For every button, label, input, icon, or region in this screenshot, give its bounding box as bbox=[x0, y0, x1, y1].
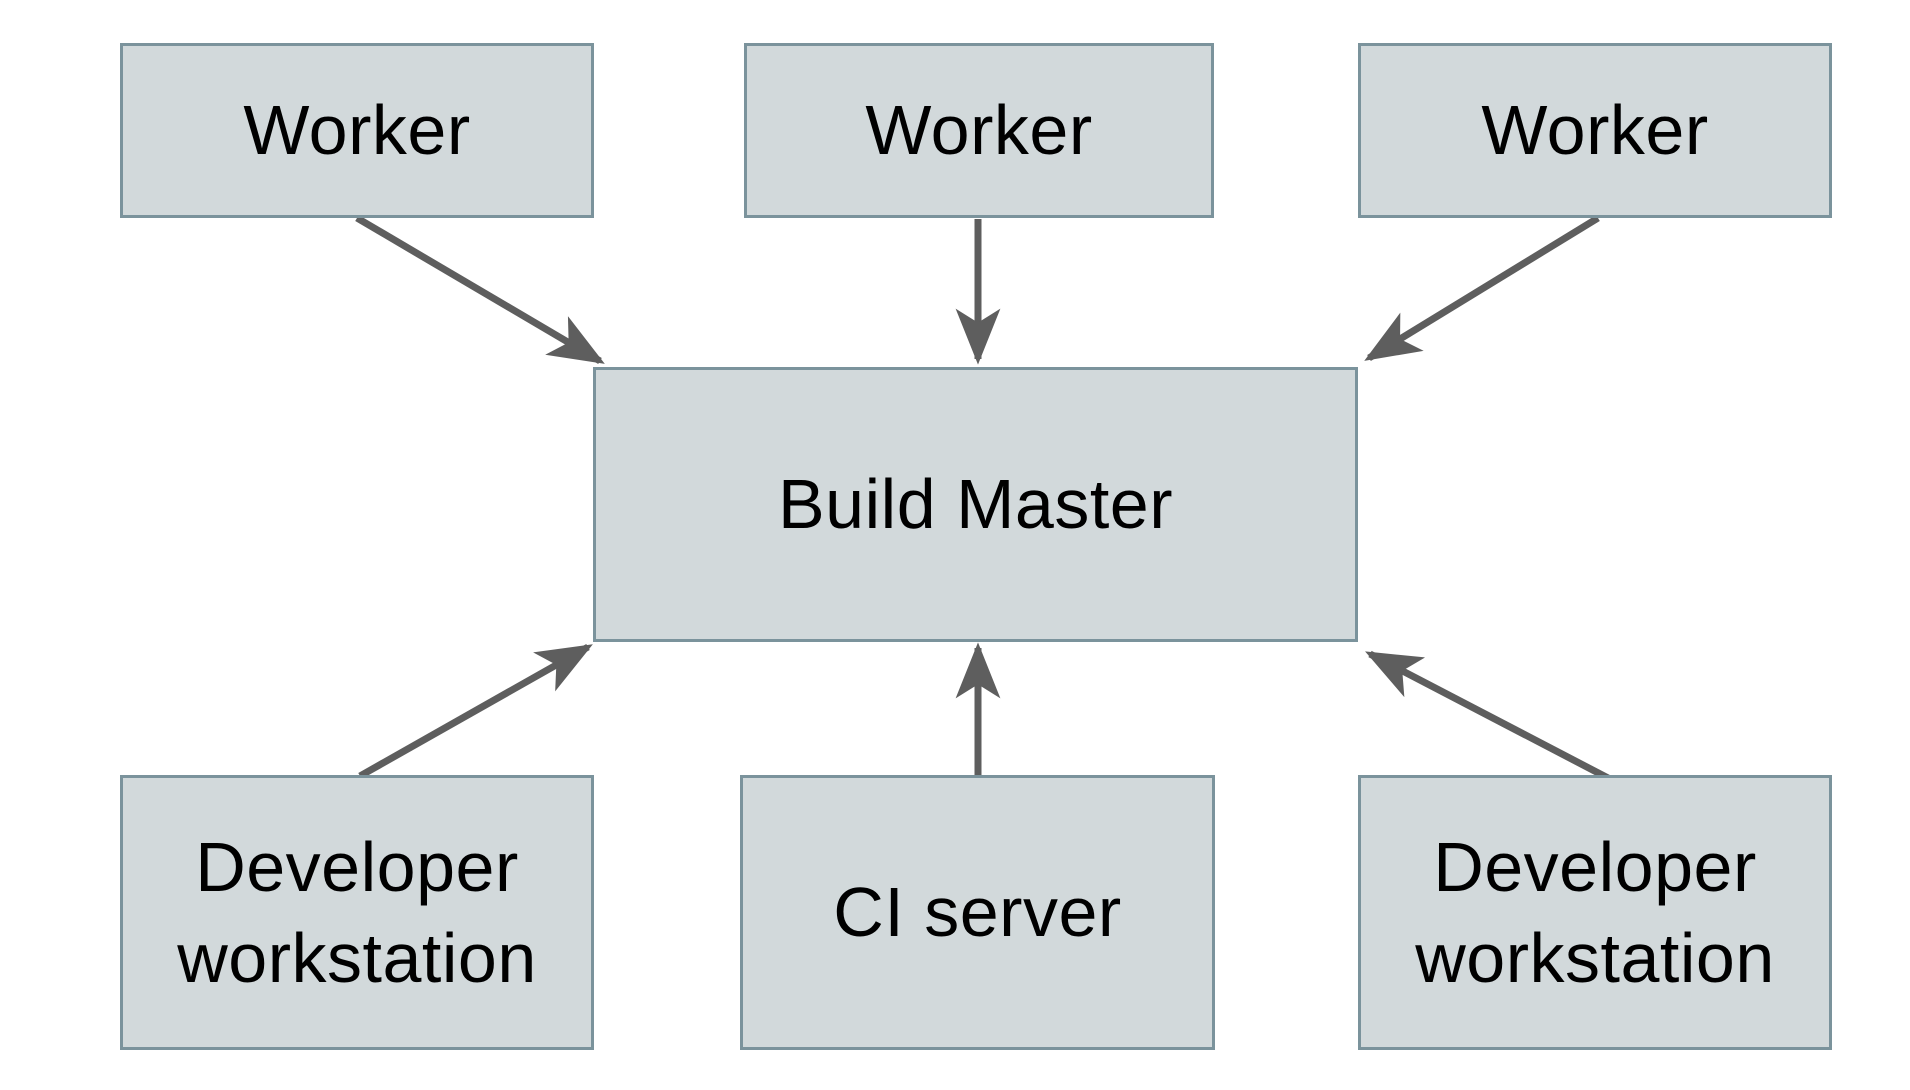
node-developer-workstation-right: Developer workstation bbox=[1358, 775, 1832, 1050]
edge-developer-workstation-right-to-build-master bbox=[1365, 650, 1610, 782]
node-worker-2-label: Worker bbox=[865, 91, 1093, 169]
node-developer-workstation-left-label: Developer workstation bbox=[177, 827, 537, 997]
node-worker-1-label: Worker bbox=[243, 91, 471, 169]
node-ci-server-label: CI server bbox=[833, 873, 1122, 951]
node-worker-3-label: Worker bbox=[1481, 91, 1709, 169]
node-build-master: Build Master bbox=[593, 367, 1358, 642]
node-ci-server: CI server bbox=[740, 775, 1215, 1050]
edge-worker-1-to-build-master bbox=[355, 214, 605, 365]
edge-worker-3-to-build-master bbox=[1364, 215, 1600, 361]
edge-developer-workstation-left-to-build-master bbox=[358, 643, 593, 780]
node-worker-3: Worker bbox=[1358, 43, 1832, 218]
node-worker-2: Worker bbox=[744, 43, 1214, 218]
node-developer-workstation-left: Developer workstation bbox=[120, 775, 594, 1050]
node-build-master-label: Build Master bbox=[777, 465, 1174, 543]
node-worker-1: Worker bbox=[120, 43, 594, 218]
node-developer-workstation-right-label: Developer workstation bbox=[1415, 827, 1775, 997]
